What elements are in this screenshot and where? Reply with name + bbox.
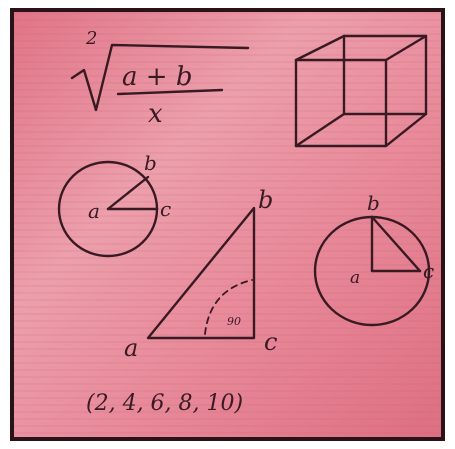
left-circle-right-label: c [160,197,171,221]
radical-sign [70,43,250,112]
root-index-label: 2 [85,28,97,49]
cube-drawing [294,34,428,148]
number-sequence: (2, 4, 6, 8, 10) [86,391,243,416]
triangle-right-label: c [264,328,277,356]
left-circle-center-label: a [88,199,100,223]
fraction-denominator: x [148,99,163,129]
card-frame [10,8,445,441]
right-circle-top-label: b [367,191,380,215]
right-circle-center-label: a [350,268,360,288]
triangle-angle-label: 90 [227,315,241,328]
triangle-top-label: b [258,186,273,214]
triangle-left-label: a [124,334,138,362]
fraction-bar [116,88,224,96]
right-circle-drawing [313,215,431,327]
right-circle-right-label: c [423,259,434,283]
right-triangle-drawing [146,206,256,340]
left-circle-top-label: b [144,151,157,175]
left-circle-drawing [57,160,159,258]
fraction-numerator: a + b [122,62,192,92]
